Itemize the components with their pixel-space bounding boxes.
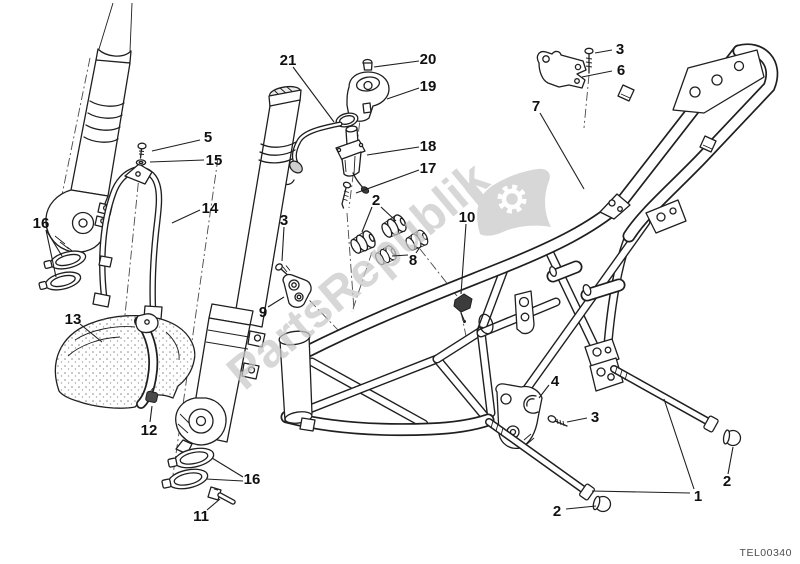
callout-leader-16	[205, 478, 244, 482]
callout-label-2: 2	[553, 503, 561, 520]
callout-leader-16	[45, 229, 57, 278]
callout-label-3: 3	[616, 41, 624, 58]
passenger-peg-plate	[645, 199, 687, 234]
gear-icon	[497, 184, 527, 214]
callout-label-5: 5	[204, 129, 212, 146]
callout-label-13: 13	[65, 311, 82, 328]
callout-leader-12	[149, 405, 153, 423]
frame-crossbar-pegs	[546, 260, 626, 302]
callout-leader-18	[366, 146, 420, 156]
callout-leader-8	[415, 246, 421, 254]
callout-leader-5	[151, 139, 201, 152]
callout-label-4: 4	[551, 373, 560, 390]
hanging-lug-bracket	[514, 290, 535, 335]
callout-leader-2	[727, 446, 734, 475]
callout-label-16: 16	[33, 215, 50, 232]
callout-leader-15	[149, 159, 205, 163]
callout-leader-9	[267, 296, 285, 308]
callout-leader-1	[591, 490, 691, 494]
rod-end-collar	[703, 415, 719, 433]
callout-leader-3	[566, 417, 588, 423]
callout-leader-17	[355, 169, 420, 194]
callout-label-14: 14	[202, 200, 219, 217]
screw-17	[341, 181, 352, 209]
ignition-switch-cluster	[281, 58, 390, 209]
callout-label-15: 15	[206, 152, 223, 169]
callout-label-3: 3	[591, 409, 599, 426]
callout-label-18: 18	[420, 138, 437, 155]
callout-leader-19	[386, 87, 420, 100]
callout-leader-20	[373, 60, 420, 68]
callout-label-10: 10	[459, 209, 476, 226]
callout-leader-16	[211, 457, 244, 478]
callout-label-6: 6	[617, 62, 625, 79]
callout-leader-2	[380, 206, 397, 222]
fender-brace-14	[92, 142, 163, 320]
screw-3-bottom	[547, 415, 568, 427]
fork-axle-clamp	[175, 397, 227, 455]
callout-label-2: 2	[372, 192, 380, 209]
frame	[278, 43, 779, 450]
front-fork-left	[38, 2, 133, 291]
callout-label-9: 9	[259, 304, 267, 321]
callout-leader-2	[565, 505, 597, 510]
callout-leader-3	[594, 49, 613, 54]
bracket-6	[536, 50, 587, 89]
callout-leader-11	[206, 498, 221, 511]
callout-leader-6	[581, 70, 613, 78]
callout-label-21: 21	[280, 52, 297, 69]
mounting-rods	[485, 365, 742, 513]
rear-mount-plates	[584, 338, 624, 392]
callout-label-20: 20	[420, 51, 437, 68]
callout-leader-10	[460, 223, 467, 295]
callout-label-8: 8	[409, 252, 417, 269]
seat-mount-plate	[599, 193, 631, 220]
callout-label-3: 3	[280, 212, 288, 229]
callout-leader-1	[663, 398, 695, 490]
screw-3-top	[584, 47, 594, 74]
watermark-flag	[477, 168, 551, 236]
clip-10	[453, 293, 473, 323]
subframe-inner-plate	[672, 49, 765, 114]
callout-label-2: 2	[723, 473, 731, 490]
callout-label-12: 12	[141, 422, 158, 439]
fork-clamps-16-top	[38, 250, 87, 291]
callout-leader-2	[361, 206, 373, 233]
frame-oval-hole	[478, 313, 494, 335]
housing-19	[346, 71, 390, 122]
clamp-4	[523, 394, 539, 414]
callout-label-16: 16	[244, 471, 261, 488]
lug-9	[275, 263, 312, 308]
washer-15	[135, 159, 147, 166]
callout-leader-4	[538, 384, 550, 399]
callout-leader-8	[391, 254, 409, 257]
front-fender-13	[54, 313, 196, 409]
screw-5	[137, 142, 147, 159]
switch-body-18	[335, 125, 366, 177]
cable-guide-clips	[617, 84, 717, 153]
rubber-bushings	[350, 214, 429, 266]
callout-label-11: 11	[193, 508, 209, 525]
steering-head	[278, 330, 316, 432]
callout-leader-7	[539, 112, 585, 190]
fork-clamps-16-bottom	[161, 447, 215, 490]
callout-label-19: 19	[420, 78, 437, 95]
callout-leader-16	[45, 229, 63, 257]
plug-12	[145, 387, 159, 403]
rod-end-collar	[579, 483, 595, 501]
callout-leader-21	[292, 66, 335, 123]
callout-label-7: 7	[532, 98, 540, 115]
bolt-11	[207, 486, 236, 505]
front-fork-right	[161, 85, 302, 505]
callout-leader-3	[281, 226, 285, 262]
callout-label-17: 17	[420, 160, 437, 177]
cap-20	[362, 58, 373, 71]
callout-leader-14	[171, 209, 201, 224]
diagram-code: TEL00340	[740, 547, 792, 559]
callout-leader-13	[79, 323, 103, 343]
callout-label-1: 1	[694, 488, 702, 505]
